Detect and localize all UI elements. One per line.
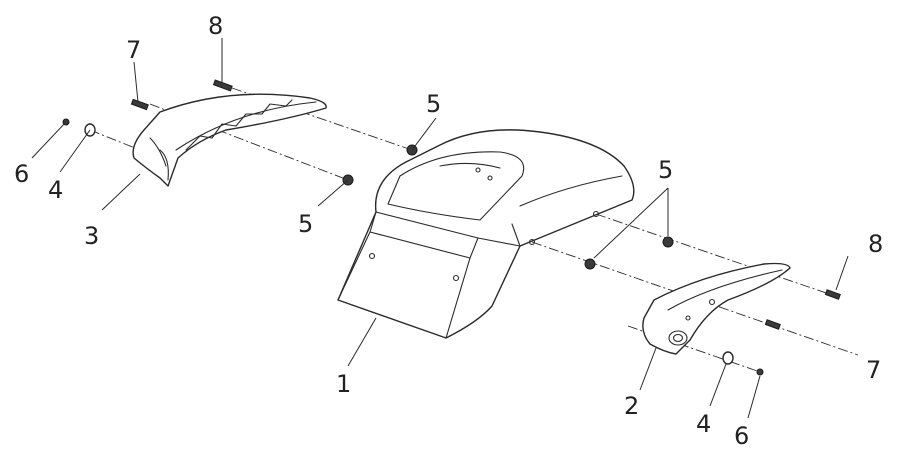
callout-1: 1 [336,370,351,398]
right-grab-rail-part [642,262,791,355]
callout-8-right: 8 [868,230,883,258]
callout-3: 3 [84,222,99,250]
callout-6-left: 6 [14,160,29,188]
left-grab-rail-part [132,93,327,187]
callout-2: 2 [624,392,639,420]
callout-6-right: 6 [734,422,749,450]
callout-4-right: 4 [696,410,711,438]
callout-4-left: 4 [48,176,63,204]
callout-7-right: 7 [866,356,881,384]
rear-fender-part [337,129,635,339]
callout-5-upper: 5 [426,90,441,118]
callout-8-top: 8 [208,12,223,40]
callout-7-left: 7 [126,36,141,64]
callout-5-left: 5 [298,210,313,238]
bolt-fasteners [130,79,841,330]
callout-leader-lines [31,38,849,419]
callout-labels: 8 7 5 5 6 4 3 5 8 7 1 2 4 6 [14,12,883,450]
callout-5-right: 5 [658,156,673,184]
